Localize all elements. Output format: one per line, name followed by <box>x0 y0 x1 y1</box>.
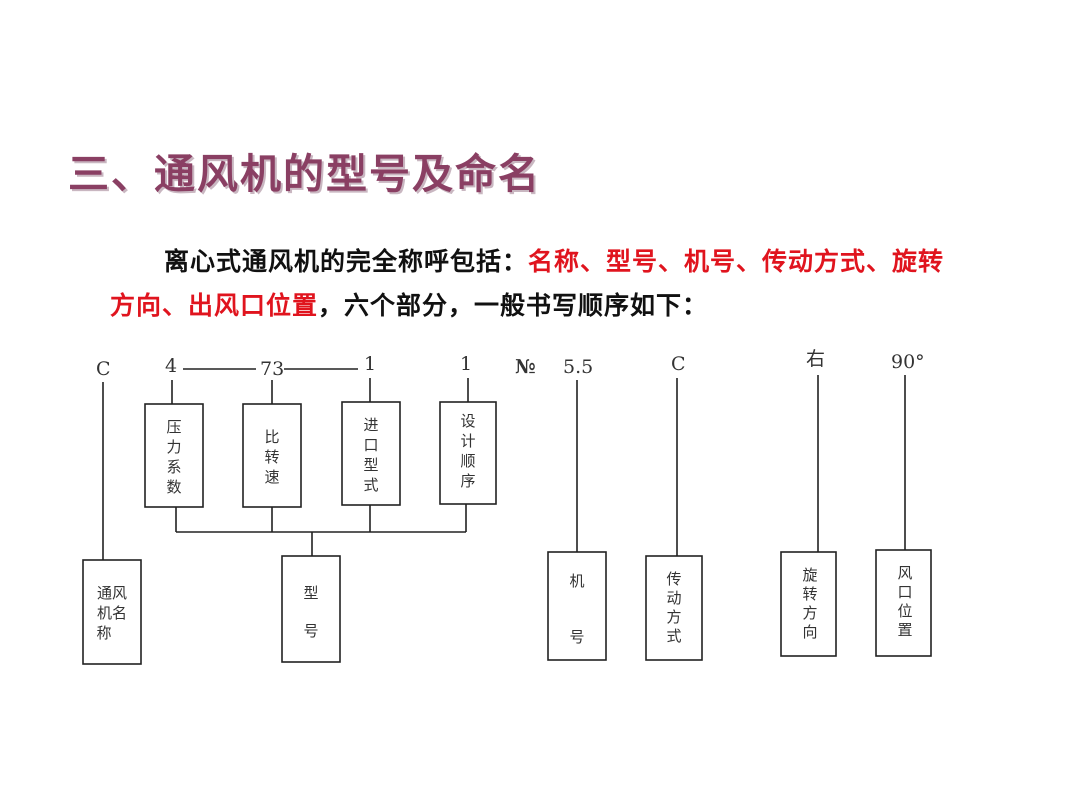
intro-paragraph: 离心式通风机的完全称呼包括：名称、型号、机号、传动方式、旋转方向、出风口位置，六… <box>110 240 960 328</box>
box-speed-text: 比 转 速 <box>264 428 279 486</box>
box-name-text: 通风 机名 称 <box>96 584 127 642</box>
code-design: 1 <box>460 353 472 375</box>
box-model-text: 型 号 <box>303 584 318 640</box>
code-name: C <box>96 358 111 380</box>
svg-text:顺: 顺 <box>460 452 475 470</box>
code-rotation: 右 <box>806 348 825 370</box>
code-number-sign: № <box>515 356 536 378</box>
svg-text:计: 计 <box>460 432 475 450</box>
code-number: 5.5 <box>563 356 593 378</box>
svg-text:序: 序 <box>460 472 475 490</box>
svg-text:传: 传 <box>666 570 681 588</box>
intro-tail: ，六个部分，一般书写顺序如下： <box>318 291 709 320</box>
svg-text:设: 设 <box>460 412 475 430</box>
box-rotation-text: 旋 转 方 向 <box>802 566 817 641</box>
intro-highlight: 名称、型号、机号、传动方式、旋转方向、出风口位置 <box>110 247 945 320</box>
svg-text:力: 力 <box>166 438 181 456</box>
box-drive-text: 传 动 方 式 <box>666 570 681 645</box>
box-design-text: 设 计 顺 序 <box>460 412 475 490</box>
svg-text:旋: 旋 <box>802 566 817 584</box>
code-inlet: 1 <box>364 353 376 375</box>
svg-text:口: 口 <box>897 583 912 601</box>
svg-text:方: 方 <box>802 604 817 622</box>
svg-text:型: 型 <box>303 584 318 602</box>
svg-text:压: 压 <box>166 418 181 436</box>
box-inlet <box>341 401 401 506</box>
svg-text:系: 系 <box>166 458 181 476</box>
box-outlet <box>875 549 932 657</box>
svg-text:动: 动 <box>666 589 681 607</box>
svg-text:号: 号 <box>569 628 584 646</box>
box-outlet-text: 风 口 位 置 <box>897 564 912 639</box>
intro-lead: 离心式通风机的完全称呼包括： <box>164 247 529 276</box>
svg-text:号: 号 <box>303 622 318 640</box>
svg-text:口: 口 <box>363 436 378 454</box>
box-pressure-text: 压 力 系 数 <box>166 418 181 496</box>
svg-text:式: 式 <box>666 627 681 645</box>
svg-text:称: 称 <box>96 624 111 642</box>
box-rotation <box>780 551 837 657</box>
svg-text:置: 置 <box>897 621 912 639</box>
svg-text:机名: 机名 <box>97 604 127 622</box>
code-speed: 73 <box>260 358 284 380</box>
code-angle: 90° <box>891 351 925 373</box>
svg-text:比: 比 <box>264 428 279 446</box>
svg-text:型: 型 <box>363 456 378 474</box>
box-pressure <box>144 403 204 508</box>
box-drive <box>645 555 703 661</box>
svg-text:方: 方 <box>666 608 681 626</box>
box-model <box>281 555 341 663</box>
code-drive: C <box>671 353 686 375</box>
box-machine-no <box>547 551 607 661</box>
box-name <box>82 559 142 665</box>
page-title: 三、通风机的型号及命名 <box>68 150 541 198</box>
svg-text:位: 位 <box>897 602 912 620</box>
svg-text:式: 式 <box>363 476 378 494</box>
svg-text:进: 进 <box>363 416 378 434</box>
svg-text:数: 数 <box>166 478 181 496</box>
svg-text:向: 向 <box>802 623 817 641</box>
svg-text:转: 转 <box>264 448 279 466</box>
svg-text:机: 机 <box>569 572 584 590</box>
svg-text:转: 转 <box>802 585 817 603</box>
code-pressure: 4 <box>165 355 177 377</box>
svg-text:风: 风 <box>897 564 912 582</box>
svg-text:通风: 通风 <box>97 584 127 602</box>
svg-text:速: 速 <box>264 468 279 486</box>
box-inlet-text: 进 口 型 式 <box>363 416 378 494</box>
box-machine-no-text: 机 号 <box>569 572 584 646</box>
